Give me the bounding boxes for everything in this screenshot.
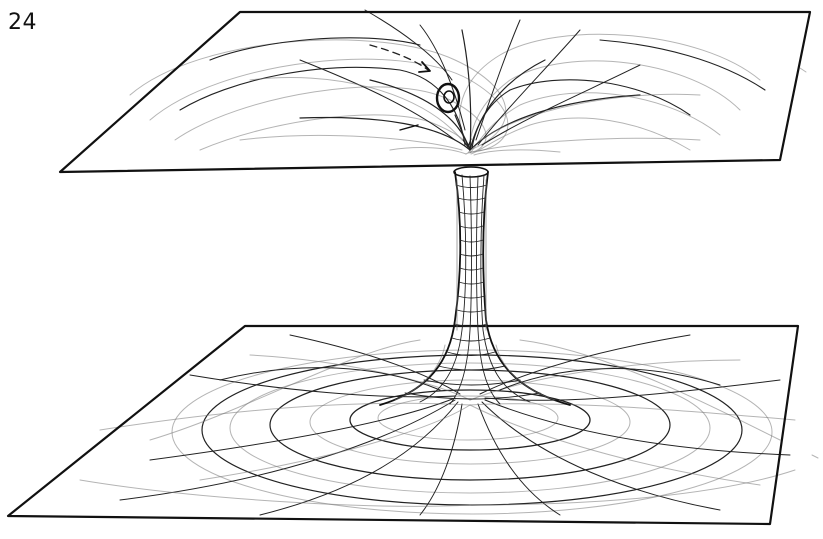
page-number: 24	[8, 10, 37, 35]
upper-field-lines	[129, 9, 766, 156]
wormhole-throat	[379, 166, 571, 406]
lower-sheet-outline	[6, 324, 800, 526]
orbit-marker	[369, 44, 472, 148]
lower-field-lines	[79, 334, 796, 516]
upper-sheet	[58, 9, 812, 174]
lower-sheet	[6, 324, 800, 526]
upper-sheet-outline	[58, 10, 812, 174]
